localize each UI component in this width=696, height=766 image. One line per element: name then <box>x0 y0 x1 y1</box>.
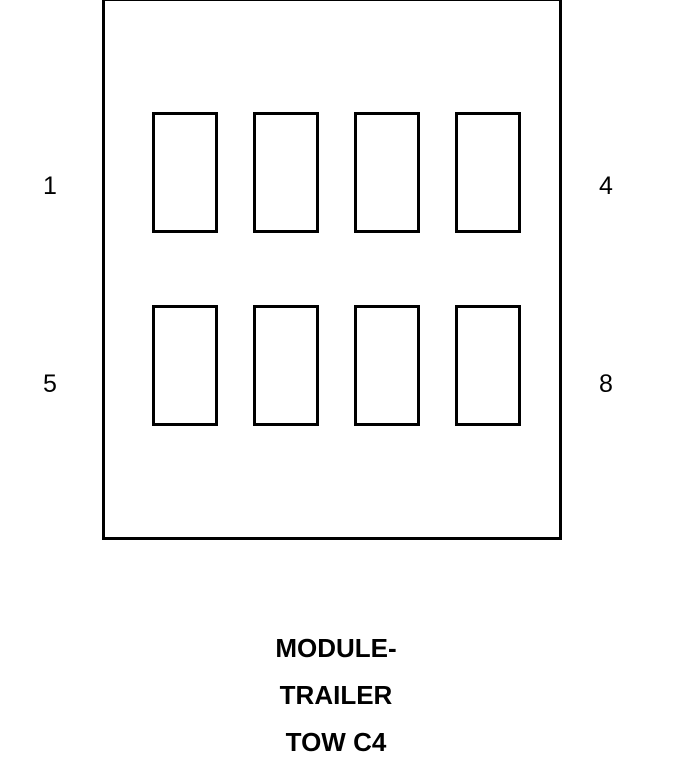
caption-line-2: TRAILER <box>279 680 393 710</box>
terminal-cavity-2 <box>253 112 319 233</box>
pin-label-8: 8 <box>599 370 613 398</box>
connector-caption: MODULE- TRAILER TOW C4 <box>0 625 672 766</box>
terminal-cavity-3 <box>354 112 420 233</box>
terminal-cavity-7 <box>354 305 420 426</box>
terminal-cavity-8 <box>455 305 521 426</box>
terminal-cavity-6 <box>253 305 319 426</box>
terminal-cavity-5 <box>152 305 218 426</box>
connector-body-outline <box>102 0 562 540</box>
pin-label-4: 4 <box>599 172 613 200</box>
caption-line-3: TOW C4 <box>285 727 387 757</box>
terminal-cavity-4 <box>455 112 521 233</box>
caption-line-1: MODULE- <box>275 633 397 663</box>
terminal-cavity-1 <box>152 112 218 233</box>
pin-label-1: 1 <box>43 172 57 200</box>
pin-label-5: 5 <box>43 370 57 398</box>
